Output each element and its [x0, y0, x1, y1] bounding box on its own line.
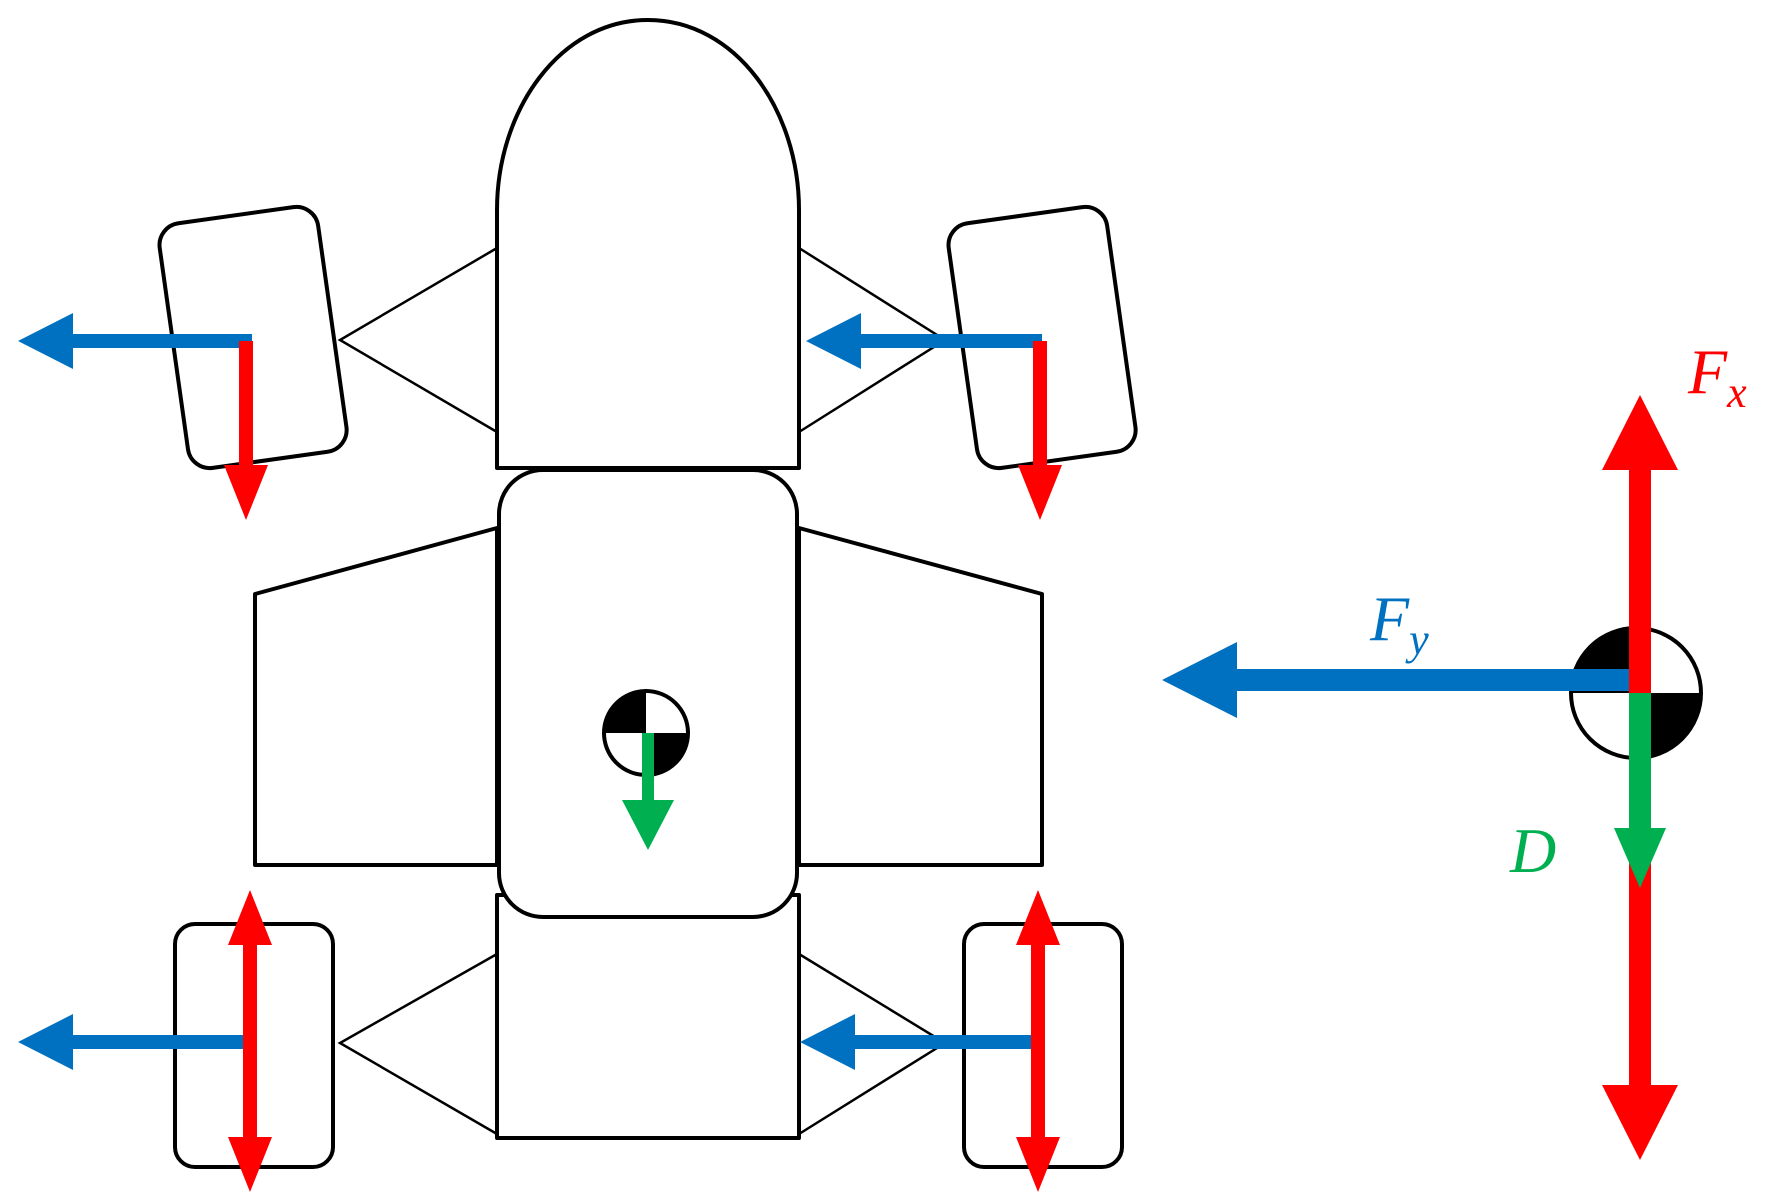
- d-arrow: [1614, 693, 1666, 888]
- fl-longitudinal-arrow-head: [224, 465, 268, 520]
- fl-lateral-arrow: [18, 313, 252, 369]
- fy-arrow-head: [1162, 642, 1237, 718]
- force-arrows: [18, 313, 1678, 1192]
- front-right-wheel: [946, 204, 1138, 471]
- rr-lateral-arrow: [800, 1014, 1038, 1070]
- vehicle-nose: [495, 18, 801, 470]
- d-arrow-head: [1614, 828, 1666, 888]
- fl-lateral-arrow-head: [18, 313, 73, 369]
- rl-longitudinal-arrow-head: [228, 1137, 272, 1192]
- fy-label: Fy: [1369, 583, 1429, 664]
- fx-arrow-tail-head: [1602, 395, 1678, 470]
- right-sidepod: [797, 526, 1044, 867]
- rr-lateral-arrow-head: [800, 1014, 855, 1070]
- fx-label: Fx: [1687, 336, 1747, 417]
- rl-lateral-arrow-head: [18, 1014, 73, 1070]
- fy-label-main: F: [1369, 583, 1410, 654]
- rl-longitudinal-arrow-tail-head: [228, 890, 272, 945]
- drag-label: D: [1509, 815, 1556, 886]
- rr-longitudinal-arrow: [1016, 890, 1060, 1192]
- vehicle-rear-body: [495, 893, 801, 1140]
- fl-longitudinal-arrow: [224, 341, 268, 520]
- front-left-wheel: [157, 204, 349, 471]
- fx-label-sub: x: [1726, 368, 1747, 417]
- fx-label-main: F: [1687, 336, 1728, 407]
- fx-arrow-head: [1602, 1085, 1678, 1160]
- rr-longitudinal-arrow-head: [1016, 1137, 1060, 1192]
- cg-drag-arrow: [622, 733, 674, 850]
- rr-longitudinal-arrow-tail-head: [1016, 890, 1060, 945]
- fy-arrow: [1162, 642, 1636, 718]
- rl-longitudinal-arrow: [228, 890, 272, 1192]
- suspension-arms: [337, 246, 948, 1136]
- cg-drag-arrow-head: [622, 800, 674, 850]
- fr-lateral-arrow: [806, 313, 1042, 369]
- left-sidepod: [253, 526, 499, 867]
- fr-longitudinal-arrow: [1018, 341, 1062, 520]
- rl-lateral-arrow: [18, 1014, 252, 1070]
- fr-lateral-arrow-head: [806, 313, 861, 369]
- fy-label-sub: y: [1405, 615, 1429, 664]
- fr-longitudinal-arrow-head: [1018, 465, 1062, 520]
